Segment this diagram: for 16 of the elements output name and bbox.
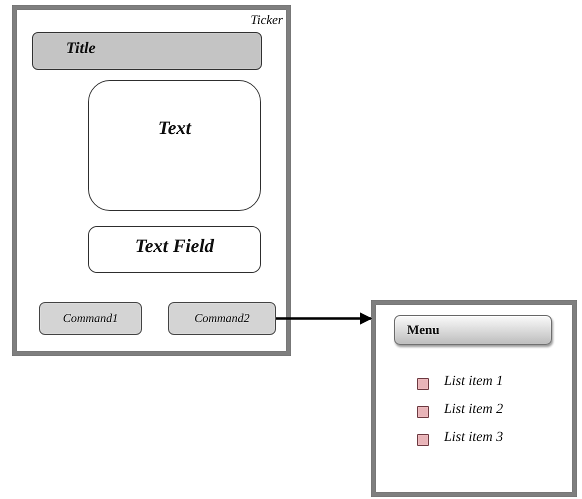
title-bar bbox=[32, 32, 262, 70]
phone-screen bbox=[12, 5, 291, 356]
list-item: List item 3 bbox=[444, 430, 504, 446]
menu-screen bbox=[371, 300, 577, 497]
input-field bbox=[88, 226, 261, 273]
command-button: Command1 bbox=[39, 302, 142, 335]
list-item: List item 1 bbox=[444, 374, 504, 390]
text-area bbox=[88, 80, 261, 211]
title-label: Title bbox=[66, 40, 96, 58]
screen-heading: Ticker bbox=[250, 12, 283, 28]
menu-button: Menu bbox=[394, 315, 552, 345]
text-label: Text bbox=[156, 118, 192, 140]
command-button: Command2 bbox=[168, 302, 276, 335]
field-label: Text Field bbox=[134, 236, 216, 258]
list-item: List item 2 bbox=[444, 402, 504, 418]
arrow bbox=[276, 312, 372, 325]
